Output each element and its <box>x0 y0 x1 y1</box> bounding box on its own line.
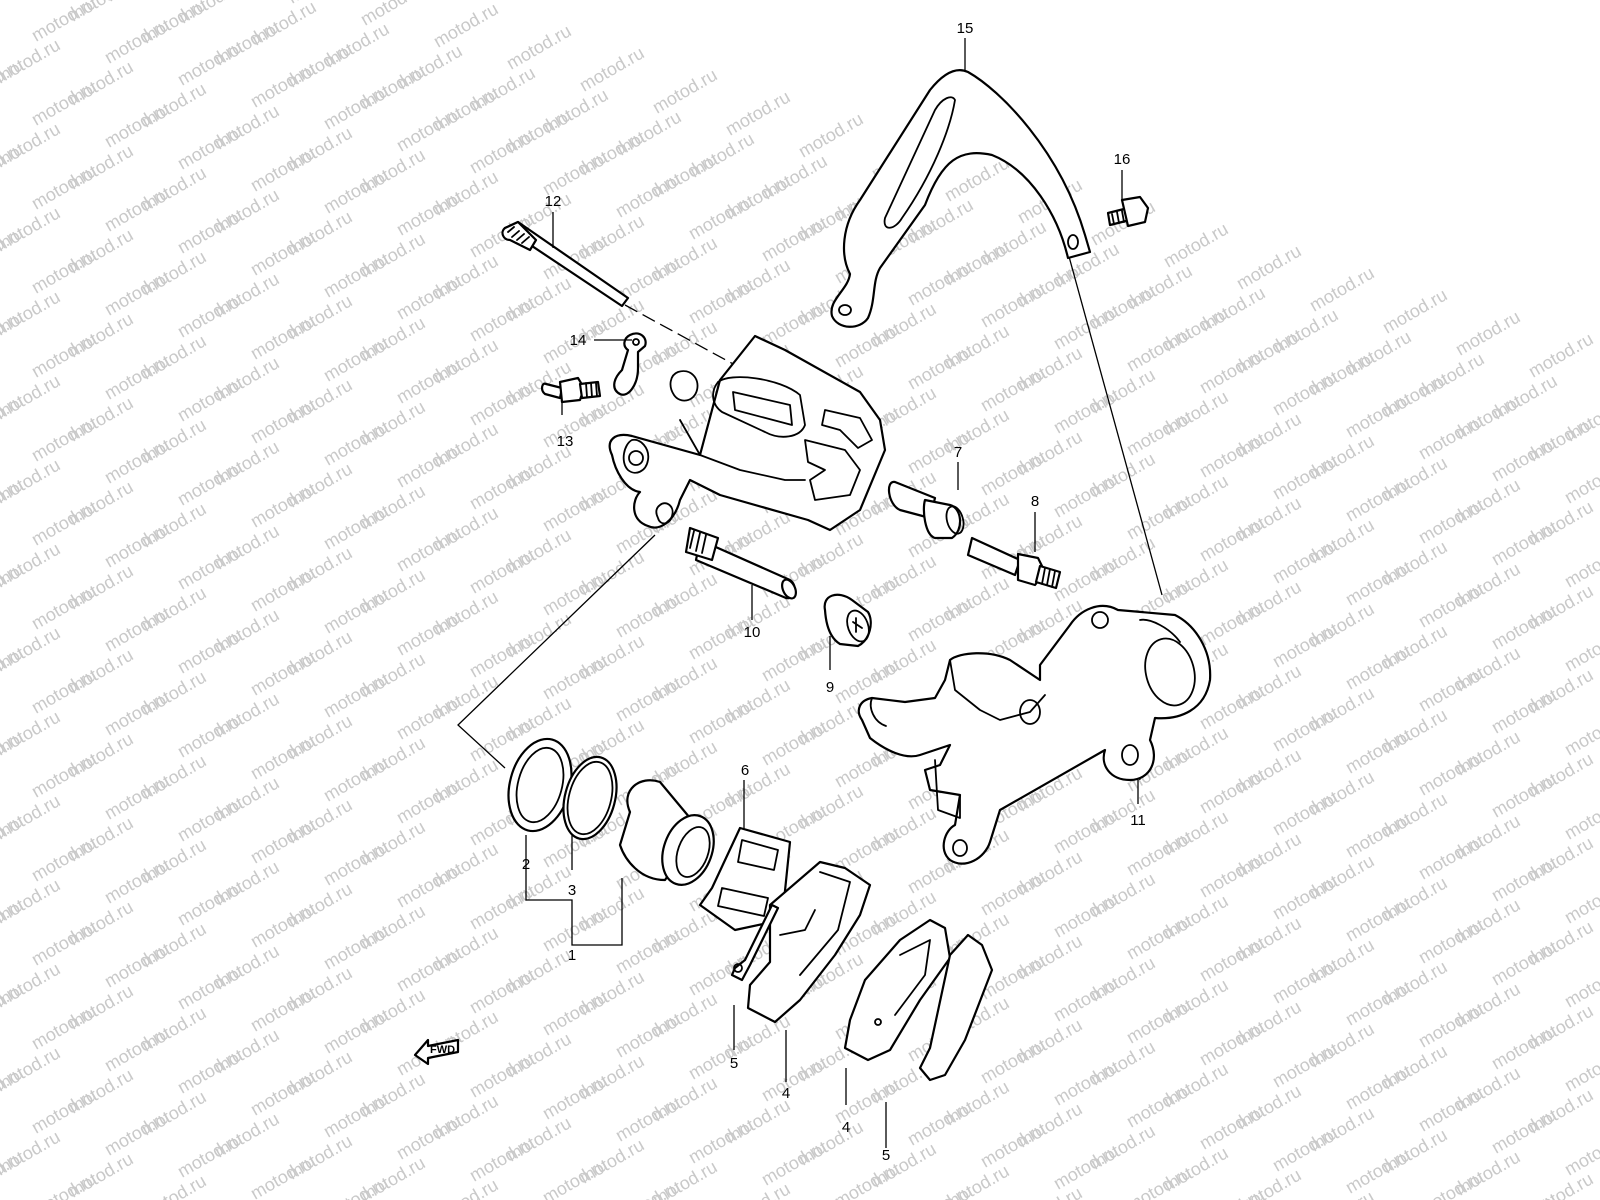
callout-15: 15 <box>957 20 974 37</box>
callout-8: 8 <box>1031 493 1039 510</box>
caliper-bracket-part-15 <box>830 69 1092 328</box>
dust-seal-part-3 <box>562 755 618 841</box>
bleeder-valve-part-13 <box>540 376 602 404</box>
fwd-arrow-icon: FWD <box>413 1038 460 1066</box>
callout-2: 2 <box>522 856 530 873</box>
slide-pin-part-10 <box>684 526 797 600</box>
callout-4-left: 4 <box>782 1085 790 1102</box>
callout-5-left: 5 <box>730 1055 738 1072</box>
callout-4-right: 4 <box>842 1119 850 1136</box>
callout-6: 6 <box>741 762 749 779</box>
brake-pad-part-4-right <box>843 918 952 1062</box>
brake-pad-part-4-left <box>746 860 872 1024</box>
callout-1: 1 <box>568 947 576 964</box>
caliper-body <box>608 334 887 532</box>
callout-5-right: 5 <box>882 1147 890 1164</box>
pad-spring-part-5-right <box>918 933 994 1082</box>
caliper-pin-part-12 <box>501 220 630 308</box>
callout-11: 11 <box>1130 812 1146 829</box>
callout-9: 9 <box>826 679 834 696</box>
fwd-label: FWD <box>430 1044 455 1056</box>
bleeder-cap-part-14 <box>613 332 647 396</box>
piston-part-1 <box>618 779 715 886</box>
callout-leaders <box>525 38 1139 1148</box>
pad-spring-part-5-left <box>730 903 780 982</box>
rubber-boot-part-9 <box>823 593 872 648</box>
bolt-part-8 <box>966 536 1062 590</box>
bush-part-7 <box>887 480 965 540</box>
caliper-holder-part-11 <box>857 604 1212 865</box>
callout-13: 13 <box>557 433 574 450</box>
pad-shim-part-6 <box>698 826 792 932</box>
callout-7: 7 <box>954 444 962 461</box>
callout-3: 3 <box>568 882 576 899</box>
callout-10: 10 <box>744 624 761 641</box>
callout-14: 14 <box>570 332 587 349</box>
bolt-part-16 <box>1106 195 1150 228</box>
callout-16: 16 <box>1114 151 1131 168</box>
callout-labels: 15 16 12 14 13 7 8 10 9 6 11 2 3 1 5 4 4… <box>522 20 1146 1164</box>
callout-12: 12 <box>545 193 562 210</box>
